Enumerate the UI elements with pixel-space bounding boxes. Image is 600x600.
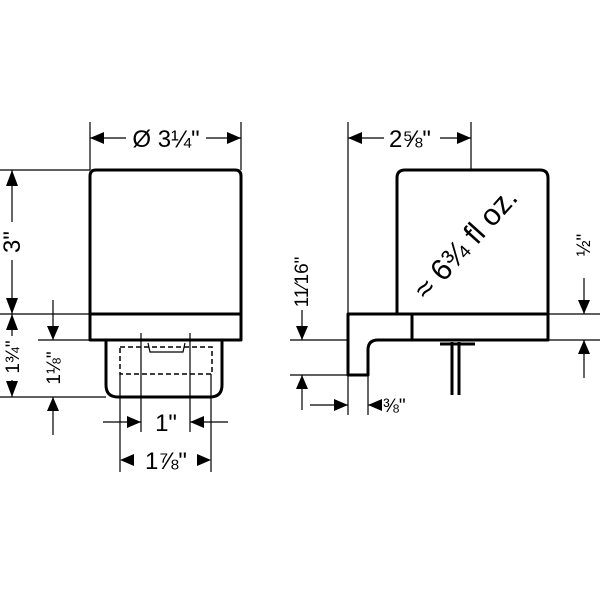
base-height-label: ½" [574, 234, 595, 257]
bracket-height-label: 11⁄16" [292, 257, 313, 308]
side-nozzle [440, 342, 475, 395]
wall-bracket [346, 312, 550, 377]
bracket-thickness-label: ⅜" [383, 396, 406, 417]
depth-label: 2⅝" [389, 126, 431, 153]
pump-width-label: 1⅞" [145, 448, 187, 475]
pump-hidden-outline [119, 346, 213, 375]
side-container-outline [395, 168, 550, 314]
height-label: 3" [0, 231, 26, 253]
lower-height-label: 1¾" [3, 340, 24, 373]
side-view: 2⅝" 11⁄16" ½" ⅜" ≈ 6¾ fl oz. [290, 122, 600, 417]
front-view: Ø 3¼" 3" 1¾" 1⅛" 1" 1⅞" [0, 122, 243, 475]
capacity-label: ≈ 6¾ fl oz. [407, 181, 524, 306]
pump-height-label: 1⅛" [44, 351, 65, 384]
nozzle-width-label: 1" [155, 410, 177, 437]
pump-body [104, 340, 224, 399]
width-label: Ø 3¼" [132, 126, 199, 153]
container-outline [88, 168, 243, 316]
base-band [88, 312, 243, 342]
nozzle [147, 342, 186, 353]
